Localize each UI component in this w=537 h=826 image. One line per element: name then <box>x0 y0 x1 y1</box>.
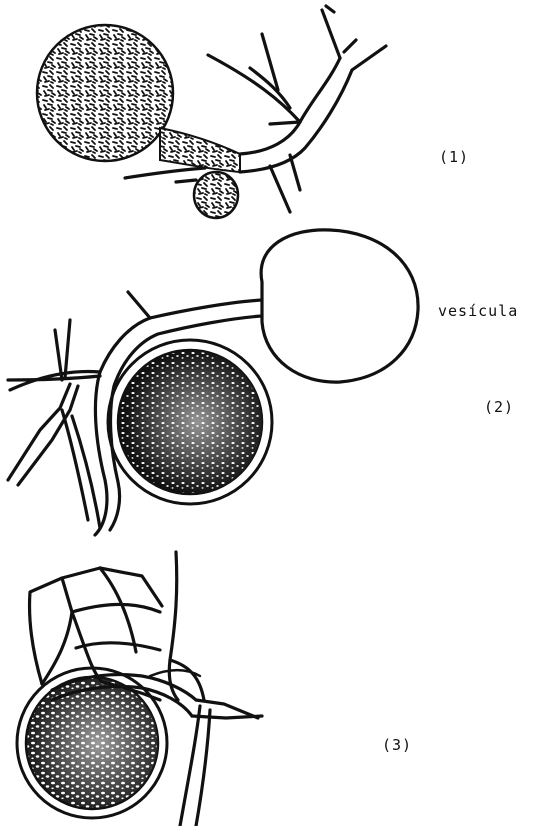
label-figure-1: (1) <box>439 148 469 166</box>
bulb-1 <box>194 172 238 218</box>
vesicle-2 <box>261 230 418 382</box>
label-figure-3: (3) <box>382 736 412 754</box>
label-figure-2: (2) <box>484 398 514 416</box>
attachment-1 <box>160 128 240 172</box>
spore-1 <box>37 25 173 161</box>
figure-1 <box>37 6 386 218</box>
figure-3 <box>17 552 262 826</box>
figure-2 <box>8 230 418 535</box>
label-vesicle: vesícula <box>438 302 518 320</box>
